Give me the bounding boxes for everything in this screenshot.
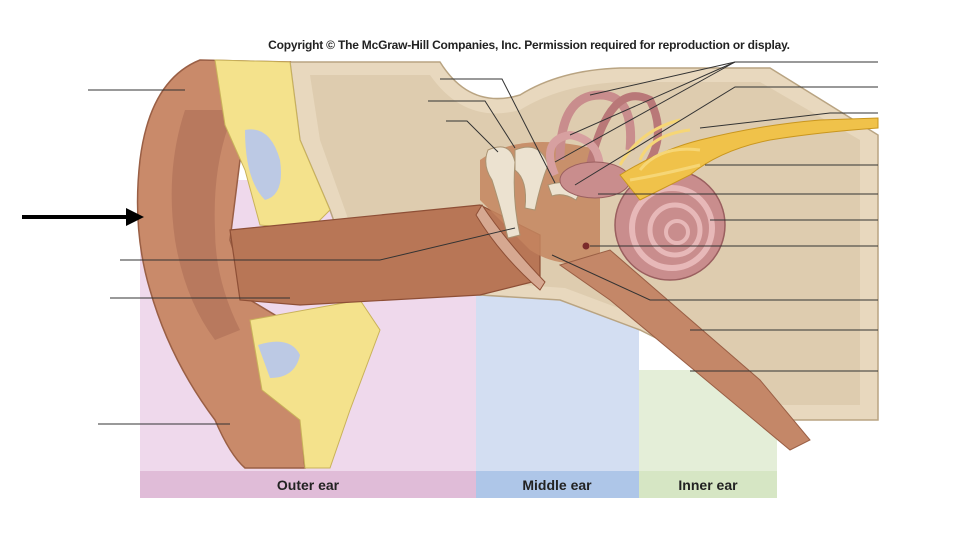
semicircular-canal-superior (555, 90, 636, 161)
middle-ear-bar (476, 471, 639, 498)
vestibule (559, 161, 631, 199)
leader-line-tympanic (551, 254, 878, 301)
outer-ear-label: Outer ear (277, 477, 340, 493)
cartilage-pocket-upper (245, 129, 281, 200)
leader-line-canals-d (554, 61, 736, 163)
leader-line-nerve (699, 112, 878, 129)
incus (514, 146, 549, 211)
nerve-fibers (618, 118, 701, 182)
round-window (582, 242, 590, 250)
middle-ear-label: Middle ear (522, 477, 592, 493)
malleus (485, 146, 521, 239)
leader-lines (88, 61, 878, 425)
leader-line-canal-2 (379, 227, 516, 261)
copyright-notice: Copyright © The McGraw-Hill Companies, I… (268, 38, 790, 52)
leader-line-stapes-top (446, 120, 499, 153)
middle-ear-region (476, 295, 639, 498)
auditory-tube (558, 249, 811, 451)
inner-ear-label: Inner ear (678, 477, 738, 493)
vestibulocochlear-nerve (619, 117, 879, 201)
outer-ear-bar (140, 471, 476, 498)
arrow-right-icon (22, 208, 144, 226)
leader-line-canals-c (569, 61, 736, 136)
auricle-inner-fold (171, 110, 240, 340)
leader-line-malleus (428, 100, 516, 149)
cartilage-pocket-lower (258, 341, 300, 378)
leader-line-incus (440, 78, 556, 184)
leader-line-vestibule (574, 86, 878, 186)
inner-ear-bar (639, 471, 777, 498)
leader-line-canals-b (589, 61, 736, 96)
lower-cartilage (249, 299, 381, 469)
tympanic-membrane (475, 204, 546, 291)
